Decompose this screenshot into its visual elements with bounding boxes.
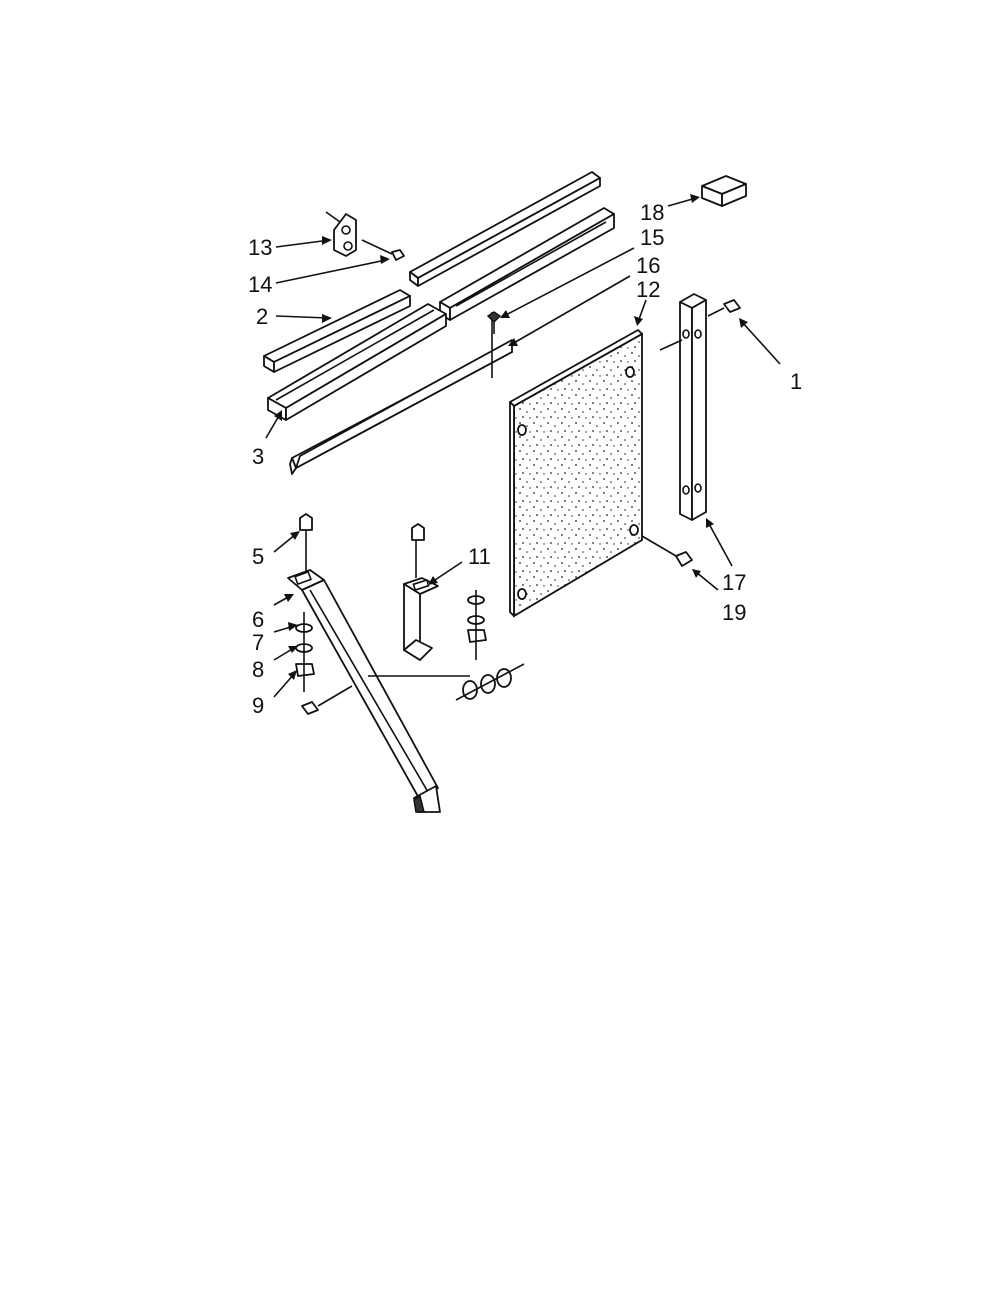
part-9-nut	[295, 612, 315, 692]
part-14-screw	[361, 239, 405, 261]
callout-16: 16	[636, 253, 660, 278]
part-17-post	[659, 293, 707, 521]
part-11-bracket	[403, 540, 439, 661]
callout-11: 11	[468, 544, 491, 569]
part-18-block	[701, 175, 747, 207]
part-2-rail	[263, 289, 411, 373]
callout-1: 1	[790, 369, 802, 394]
part-15-channel-rail	[439, 207, 615, 321]
callout-6: 6	[252, 607, 264, 632]
callout-3: 3	[252, 444, 264, 469]
callout-2: 2	[256, 304, 268, 329]
leader-lines	[265, 194, 781, 698]
callout-8: 8	[252, 657, 264, 682]
part-19-screw	[641, 535, 693, 567]
callout-labels: 13 14 2 3 18 15 16 12 1 5 11 6 7 8 9 17 …	[248, 200, 802, 718]
part-13-bracket	[325, 211, 357, 257]
part-12-panel	[509, 329, 643, 618]
part-11-bolt	[411, 523, 425, 541]
part-6-support-leg	[287, 569, 470, 813]
callout-5: 5	[252, 544, 264, 569]
callout-15: 15	[640, 225, 664, 250]
part-1-screw	[707, 299, 741, 317]
callout-18: 18	[640, 200, 664, 225]
callout-19: 19	[722, 600, 746, 625]
part-3-trough-rail	[267, 303, 447, 421]
part-6-pivot-screw	[301, 685, 353, 715]
callout-9: 9	[252, 693, 264, 718]
callout-12: 12	[636, 277, 660, 302]
part-5-bolt	[299, 513, 313, 574]
callout-13: 13	[248, 235, 272, 260]
callout-14: 14	[248, 272, 272, 297]
top-rail-upper	[409, 171, 601, 287]
part-11-washers	[455, 590, 525, 701]
part-16-angle-strip	[289, 312, 513, 475]
callout-7: 7	[252, 630, 264, 655]
callout-17: 17	[722, 570, 746, 595]
part-16-screw	[486, 311, 502, 334]
